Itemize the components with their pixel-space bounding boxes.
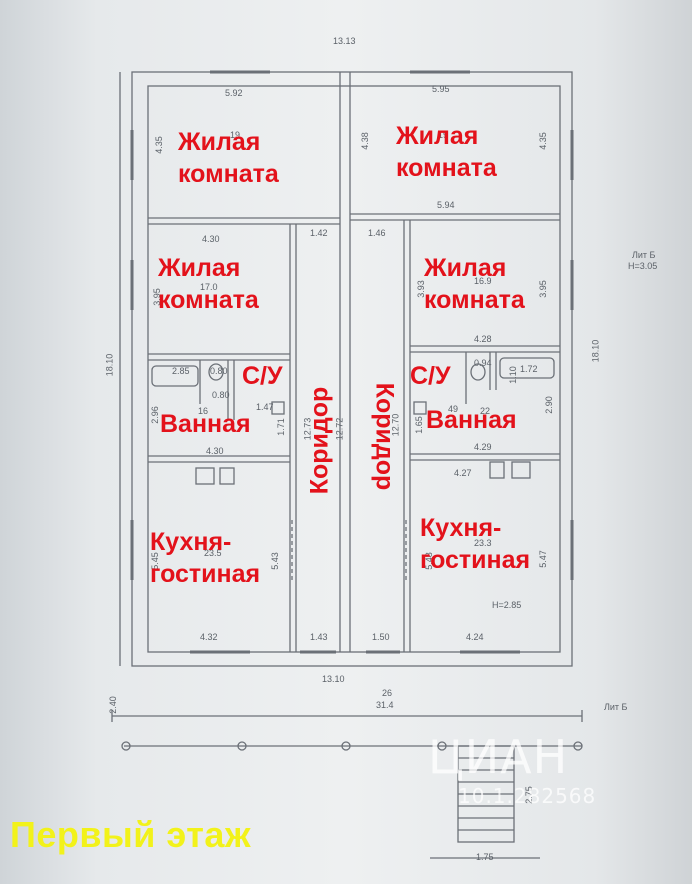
lit-height: H=3.05 bbox=[628, 261, 658, 271]
room-label-corridor-right: Коридор bbox=[370, 382, 399, 491]
dim-wc-left-h: 1.71 bbox=[275, 418, 286, 436]
dim-bath-right-bottom: 4.29 bbox=[474, 442, 492, 452]
dim-kitchen-left-bottom: 4.32 bbox=[200, 632, 218, 642]
dim-bath-left-top: 2.85 bbox=[172, 366, 190, 376]
dim-bath-left-bottom: 4.30 bbox=[206, 446, 224, 456]
room-label-bath-right: Ванная bbox=[426, 406, 517, 434]
dim-top-right-inner: 4.38 bbox=[359, 132, 370, 150]
dim-kitchen-right-bottom: 4.24 bbox=[466, 632, 484, 642]
dim-top-right-bottom: 5.94 bbox=[437, 200, 455, 210]
room-label-living-top-left: Жилая комната bbox=[178, 128, 279, 188]
total-area: 26 bbox=[382, 688, 393, 698]
dim-total-width-bottom: 13.10 bbox=[322, 674, 345, 684]
dim-total-width-top: 13.13 bbox=[333, 36, 356, 46]
area-top-left: 19 bbox=[230, 130, 241, 140]
dim-bath-right-height: 2.90 bbox=[543, 396, 554, 414]
dim-top-right-height: 4.35 bbox=[537, 132, 548, 150]
room-label-living-top-right: Жилая комната bbox=[396, 122, 497, 182]
dim-total-height-left: 18.10 bbox=[104, 353, 115, 377]
dim-top-left-height: 4.35 bbox=[153, 136, 164, 154]
dim-corr-left-top: 1.42 bbox=[310, 228, 328, 238]
dim-corr-right-top: 1.46 bbox=[368, 228, 386, 238]
room-label-living-mid-right: Жилая комната bbox=[424, 254, 525, 314]
dim-total-height-right: 18.10 bbox=[590, 339, 601, 363]
room-label-wc-left: С/У bbox=[242, 362, 283, 390]
dim-kitchen-left-inner: 5.43 bbox=[269, 552, 280, 570]
dim-mid-right-height: 3.95 bbox=[537, 280, 548, 298]
area-top-right: 19 bbox=[438, 130, 449, 140]
room-label-kitchen-left: Кухня- гостиная bbox=[150, 528, 261, 588]
dim-kitchen-right-top: 4.27 bbox=[454, 468, 472, 478]
area-wc-right: 49 bbox=[448, 404, 459, 414]
lit-label-top: Лит Б bbox=[632, 250, 656, 260]
room-label-wc-right: С/У bbox=[410, 362, 451, 390]
dim-bath-left-height: 2.96 bbox=[149, 406, 160, 424]
dim-bath-right-small: 1.65 bbox=[413, 416, 424, 434]
area-wc-left: 16 bbox=[198, 406, 209, 416]
room-label-corridor-left: Коридор bbox=[305, 386, 334, 495]
dim-wc-right-x: 1.10 bbox=[507, 366, 518, 384]
dim-wc-right-w: 0.94 bbox=[474, 358, 492, 368]
dim-mid-right-width: 4.28 bbox=[474, 334, 492, 344]
dim-top-right-width: 5.95 bbox=[432, 84, 450, 94]
dim-mid-left-width: 4.30 bbox=[202, 234, 220, 244]
area-mid-left: 17.0 bbox=[200, 282, 218, 292]
outer-wall bbox=[131, 71, 573, 667]
dim-corr-left-bottom: 1.43 bbox=[310, 632, 328, 642]
dim-bath-right-top: 1.72 bbox=[520, 364, 538, 374]
room-label-bath-left: Ванная bbox=[160, 410, 251, 438]
floor-title: Первый этаж bbox=[10, 814, 251, 855]
area-bath-right: 22 bbox=[480, 406, 491, 416]
dim-stairs-width: 1.75 bbox=[476, 852, 494, 862]
dim-corr-left-len2: 12.72 bbox=[334, 417, 345, 441]
watermark-brand: ЦИАН bbox=[428, 730, 569, 784]
room-label-kitchen-right: Кухня- гостиная bbox=[420, 514, 531, 574]
dim-wc-left-w2: 0.80 bbox=[212, 390, 230, 400]
area-mid-right: 16.9 bbox=[474, 276, 492, 286]
outer-wall-inner bbox=[147, 85, 561, 653]
lit-label-bottom: Лит Б bbox=[604, 702, 628, 712]
watermark-number: 10.1.282568 bbox=[458, 784, 597, 808]
area-kitchen-right: 23.3 bbox=[474, 538, 492, 548]
dim-kitchen-right-height: 5.47 bbox=[537, 550, 548, 568]
total-area-2: 31.4 bbox=[376, 700, 394, 710]
area-kitchen-left: 23.5 bbox=[204, 548, 222, 558]
room-label-living-mid-left: Жилая комната bbox=[158, 254, 259, 314]
dim-wc-left-w: 0.80 bbox=[210, 366, 228, 376]
dim-corr-right-bottom: 1.50 bbox=[372, 632, 390, 642]
dim-top-left-width: 5.92 bbox=[225, 88, 243, 98]
dim-wc-left-small: 1.47 bbox=[256, 402, 274, 412]
ceiling-height: H=2.85 bbox=[492, 600, 522, 610]
dim-porch-offset: 2.40 bbox=[107, 696, 118, 714]
